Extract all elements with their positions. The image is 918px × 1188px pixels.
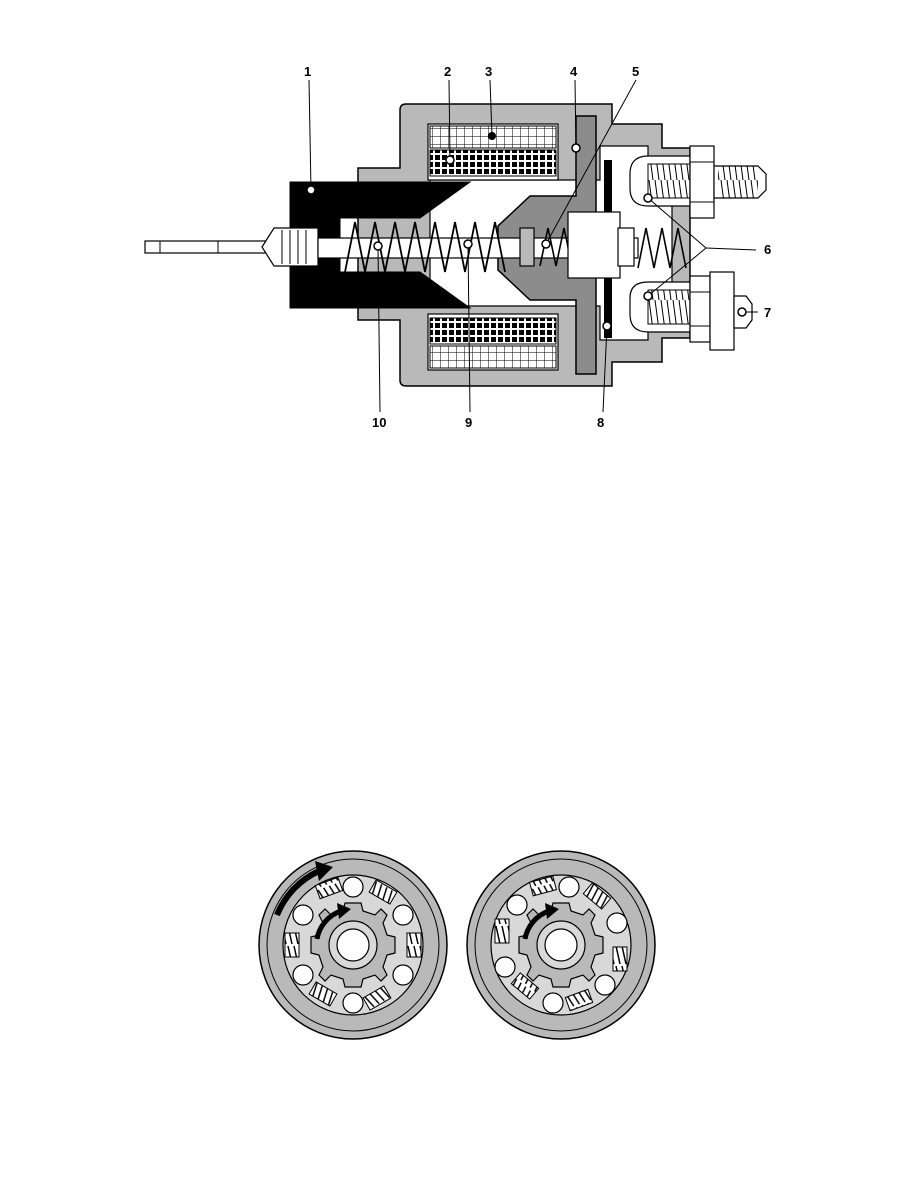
plunger — [289, 181, 472, 309]
label-5: 5 — [632, 64, 639, 79]
callouts: 1 2 3 4 5 6 7 8 9 — [304, 64, 771, 430]
clutch-rollers — [494, 876, 628, 1014]
label-3: 3 — [485, 64, 492, 79]
spring-collar — [519, 227, 535, 267]
label-9: 9 — [465, 415, 472, 430]
clutch-springs — [494, 875, 628, 1012]
roller-clutch-left — [258, 850, 448, 1040]
inner-rotation-arrow — [314, 908, 342, 940]
inner-rotation-arrow — [522, 908, 550, 940]
solenoid-cross-section — [144, 103, 767, 387]
actuating-rod — [144, 240, 274, 254]
label-10: 10 — [372, 415, 386, 430]
clutch-springs — [284, 876, 422, 1011]
label-2: 2 — [444, 64, 451, 79]
rear-spring — [637, 227, 687, 269]
label-6: 6 — [764, 242, 771, 257]
label-7: 7 — [764, 305, 771, 320]
contact-bridge — [604, 160, 612, 226]
clutch-rollers — [292, 876, 414, 1014]
label-1: 1 — [304, 64, 311, 79]
label-4: 4 — [570, 64, 578, 79]
roller-clutch-right — [466, 850, 656, 1040]
lower-coil — [427, 313, 559, 371]
outer-rotation-arrow — [274, 868, 321, 917]
upper-terminal — [629, 145, 767, 219]
label-8: 8 — [597, 415, 604, 430]
return-spring — [344, 221, 506, 273]
